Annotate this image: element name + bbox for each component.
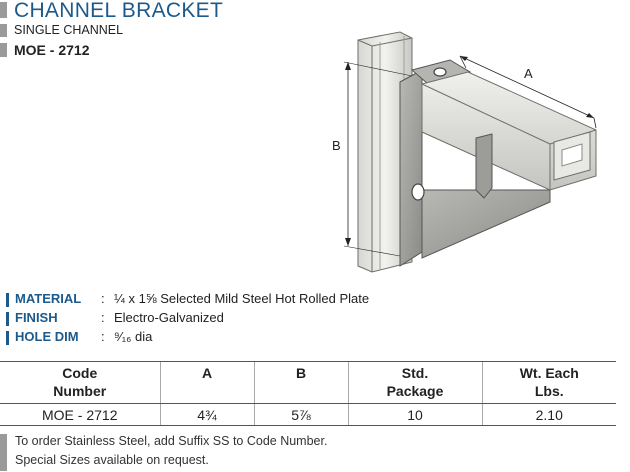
header-line: Std. [401, 365, 429, 381]
spec-value: Electro-Galvanized [114, 310, 224, 325]
column-header-code: Code Number [0, 361, 160, 404]
dimension-b: B [332, 61, 413, 257]
column-header-package: Std. Package [347, 361, 482, 404]
spec-marker [6, 293, 9, 307]
dimension-a-label: A [524, 66, 533, 81]
spec-row-hole-dim: HOLE DIM : ⁹⁄₁₆ dia [0, 328, 630, 347]
header-line: Wt. Each [519, 365, 579, 381]
page-title: CHANNEL BRACKET [14, 0, 224, 22]
header-line: Lbs. [534, 383, 564, 399]
spec-marker [6, 312, 9, 326]
cell-code: MOE - 2712 [0, 403, 160, 426]
header-line: B [295, 365, 307, 381]
page-subtitle: SINGLE CHANNEL [14, 23, 124, 37]
spec-separator: : [101, 291, 105, 306]
spec-separator: : [101, 310, 105, 325]
header-line [255, 382, 348, 400]
spec-value: ⁹⁄₁₆ dia [114, 329, 153, 344]
header-line: Number [53, 383, 107, 399]
cell-weight: 2.10 [481, 403, 616, 426]
column-header-a: A [159, 361, 254, 404]
column-header-weight: Wt. Each Lbs. [481, 361, 616, 404]
spec-label: MATERIAL [15, 291, 82, 306]
spec-separator: : [101, 329, 105, 344]
header-line: Package [386, 383, 444, 399]
header-line: Code [62, 365, 98, 381]
cell-package: 10 [347, 403, 482, 426]
table-row: MOE - 2712 4¾ 5⅞ 10 2.10 [0, 403, 616, 426]
subtitle-marker [0, 24, 7, 37]
dimension-b-label: B [332, 138, 341, 153]
cell-b: 5⅞ [253, 403, 348, 426]
spec-row-finish: FINISH : Electro-Galvanized [0, 309, 630, 328]
model-number: MOE - 2712 [14, 42, 90, 58]
spec-row-material: MATERIAL : ¼ x 1⅝ Selected Mild Steel Ho… [0, 290, 630, 309]
note-stainless: To order Stainless Steel, add Suffix SS … [15, 434, 328, 448]
spec-value: ¼ x 1⅝ Selected Mild Steel Hot Rolled Pl… [114, 291, 370, 306]
cell-a: 4¾ [159, 403, 254, 426]
note-special-sizes: Special Sizes available on request. [15, 453, 209, 467]
header-line: A [201, 365, 213, 381]
bracket-plate [399, 59, 551, 267]
model-marker [0, 43, 7, 57]
spec-list: MATERIAL : ¼ x 1⅝ Selected Mild Steel Ho… [0, 290, 630, 347]
header-line [161, 382, 254, 400]
title-marker [0, 2, 7, 18]
spec-label: FINISH [15, 310, 58, 325]
spec-label: HOLE DIM [15, 329, 79, 344]
channel-bracket-illustration: A B [332, 31, 597, 273]
table-header-row: Code Number A B Std. Package Wt. Each Lb… [0, 361, 616, 404]
product-table: Code Number A B Std. Package Wt. Each Lb… [0, 361, 616, 426]
notes-marker [0, 434, 7, 471]
column-header-b: B [253, 361, 348, 404]
dimension-a: A [459, 55, 597, 129]
horizontal-channel [421, 71, 597, 199]
spec-marker [6, 331, 9, 345]
